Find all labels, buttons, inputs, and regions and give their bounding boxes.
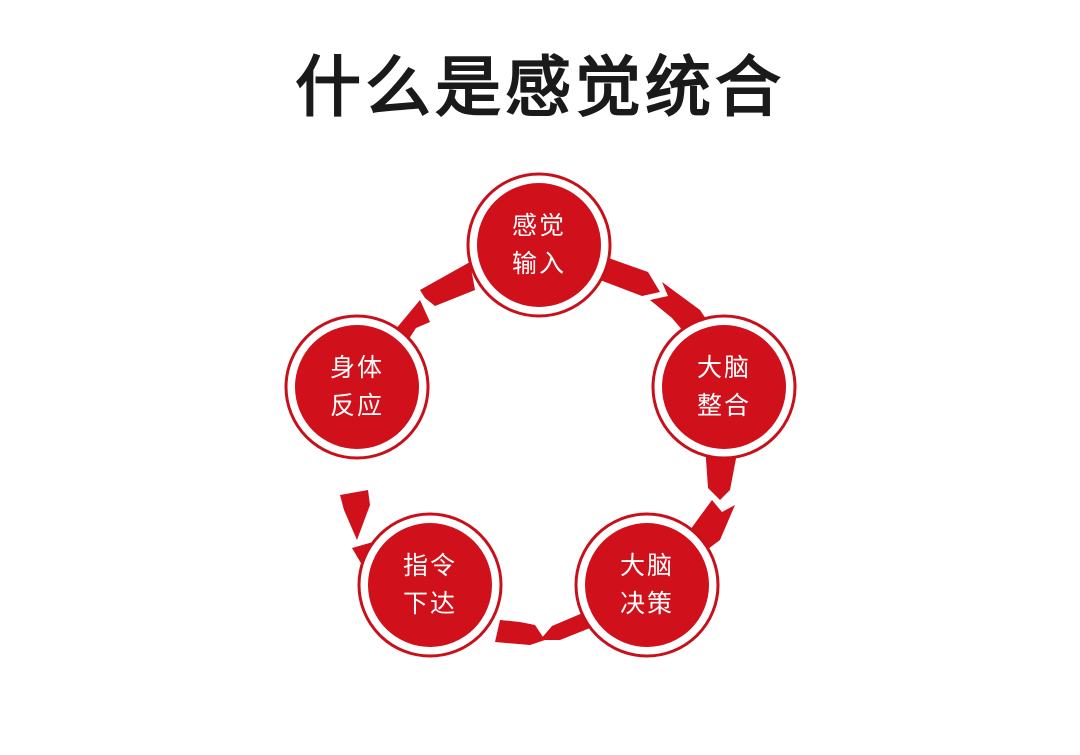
node-body-response: 身体 反应 (295, 325, 419, 449)
node-label-line2: 决策 (619, 589, 674, 618)
node-label-line1: 身体 (329, 353, 384, 382)
node-label-line1: 指令 (402, 551, 457, 580)
node-label-line1: 大脑 (619, 551, 674, 580)
cycle-arrows (340, 255, 738, 645)
node-label-line1: 感觉 (511, 211, 566, 240)
node-brain-decision: 大脑 决策 (585, 523, 709, 647)
node-label-line2: 反应 (329, 391, 384, 420)
node-label-line2: 输入 (511, 249, 566, 278)
node-command-issue: 指令 下达 (368, 523, 492, 647)
arrow-decision-to-command (540, 612, 590, 640)
node-fills (295, 183, 786, 647)
node-label-line2: 整合 (696, 391, 751, 420)
node-label-line1: 大脑 (696, 353, 751, 382)
node-brain-integration: 大脑 整合 (662, 325, 786, 449)
page-title: 什么是感觉统合 (295, 49, 785, 126)
node-label-line2: 下达 (402, 589, 457, 618)
arrow-input-to-integration (600, 255, 660, 296)
node-sensory-input: 感觉 输入 (477, 183, 601, 307)
